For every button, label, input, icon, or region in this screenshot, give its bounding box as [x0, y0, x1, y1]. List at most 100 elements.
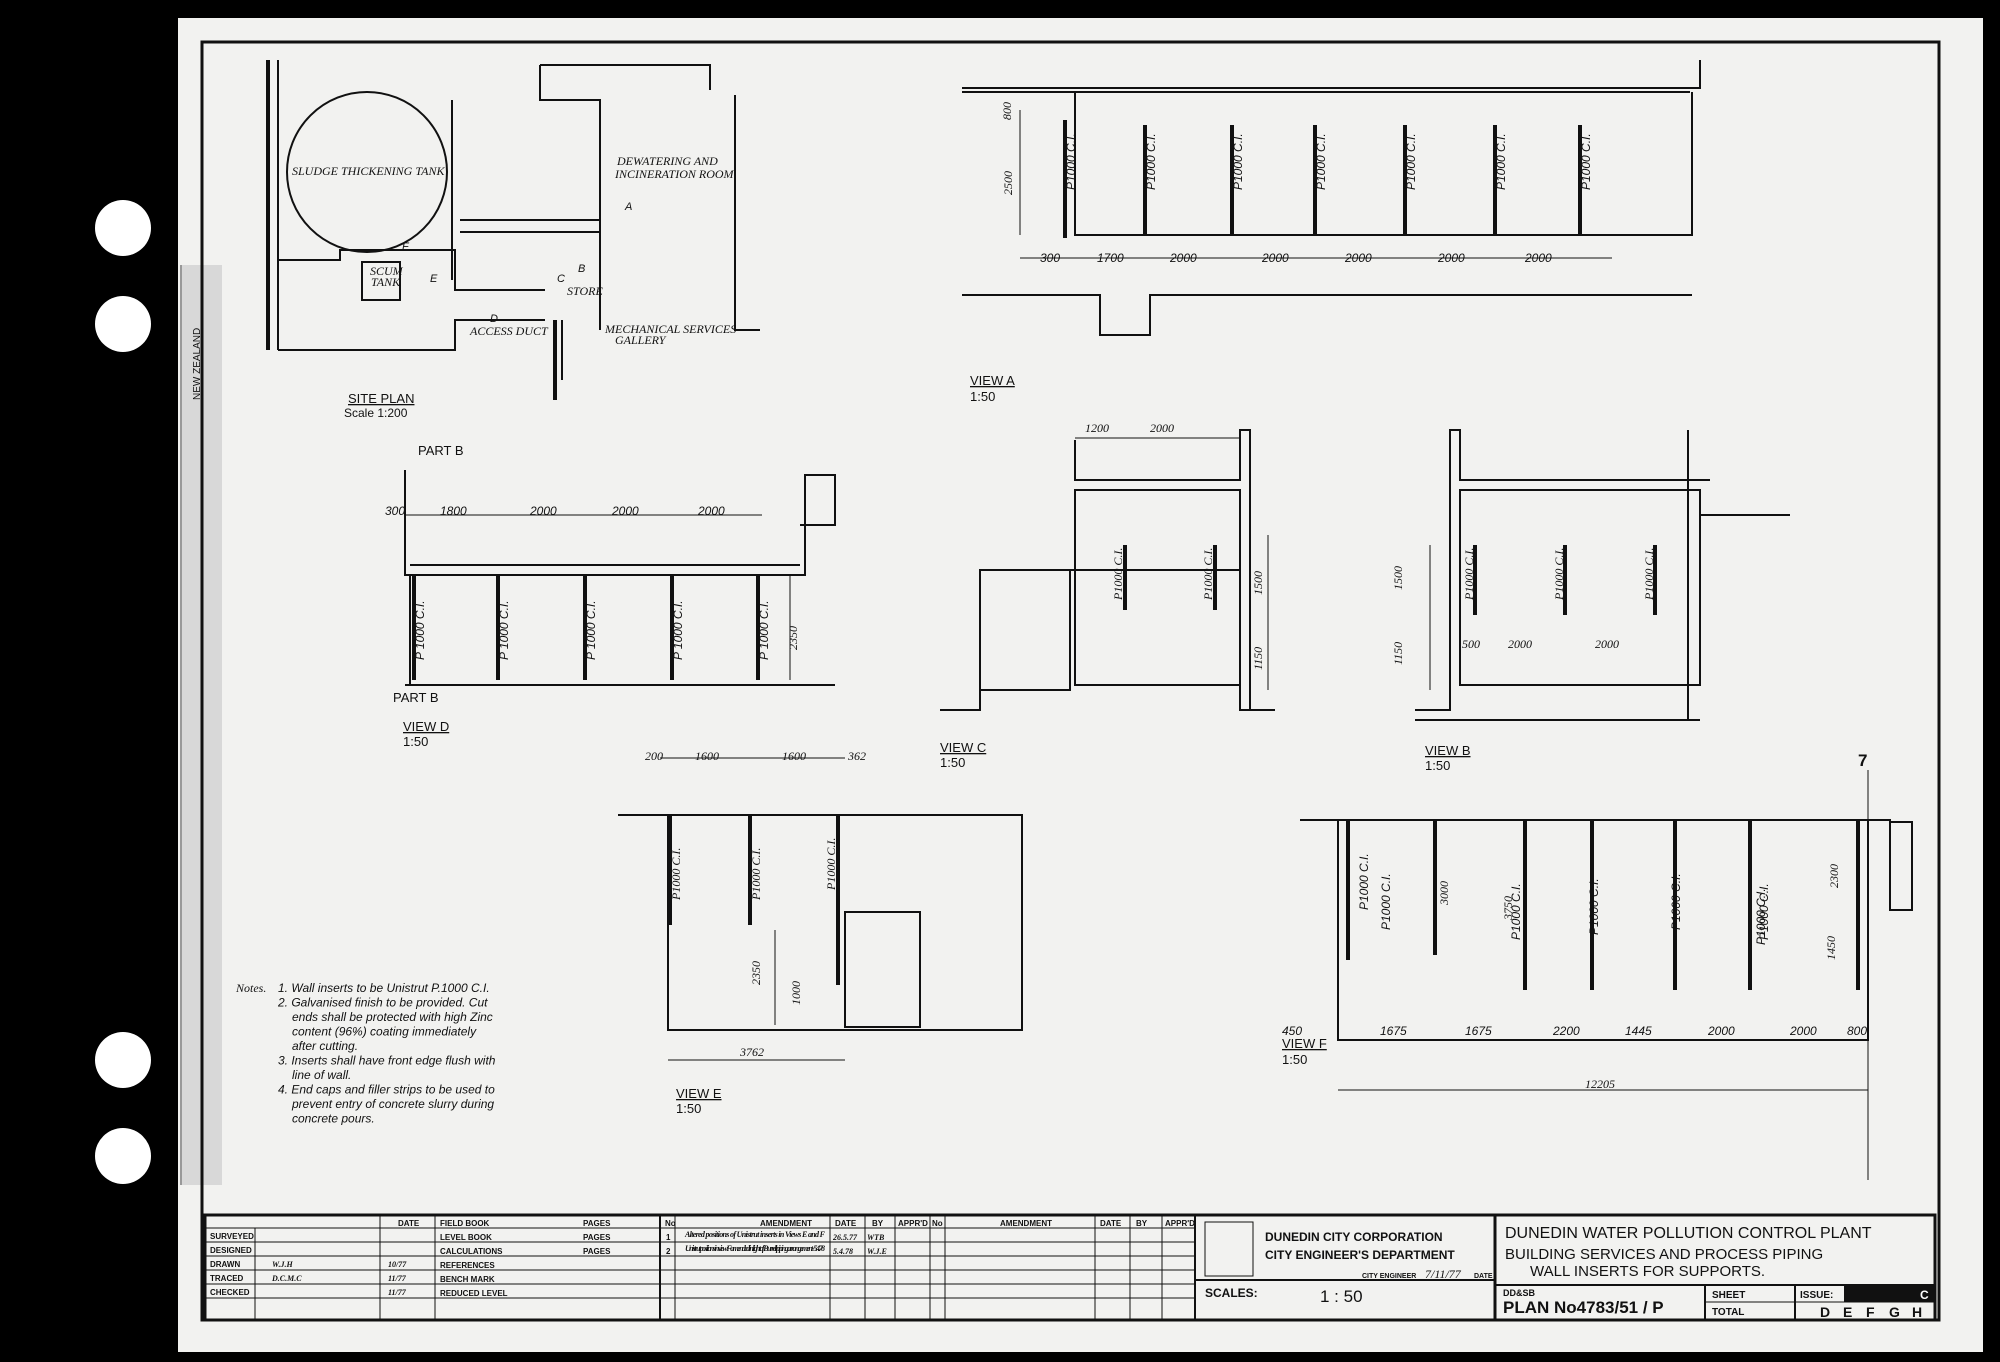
view-f-h2: 3750: [1501, 896, 1515, 921]
issue-letter: E: [1843, 1304, 1852, 1320]
view-a-insert: P1000 C.I.: [1579, 133, 1593, 190]
notes-line: concrete pours.: [292, 1112, 375, 1126]
total-label: TOTAL: [1712, 1307, 1744, 1318]
view-e-dim-2: 1600: [695, 749, 719, 763]
view-b-h2: 1150: [1391, 642, 1405, 665]
city-engineer-date: 7/11/77: [1425, 1267, 1462, 1281]
view-b-h1: 1500: [1391, 566, 1405, 590]
view-e-insert-3: P1000 C.I.: [824, 838, 838, 891]
view-e-insert-2: P1000 C.I.: [749, 848, 763, 901]
amendment-header: APPR'D: [898, 1219, 928, 1228]
view-c-h2: 1150: [1251, 647, 1265, 670]
view-f-total: 12205: [1585, 1077, 1615, 1091]
sludge-tank-label: SLUDGE THICKENING TANK: [292, 164, 445, 178]
notes-line: line of wall.: [292, 1068, 351, 1082]
notes-line: content (96%) coating immediately: [292, 1025, 477, 1039]
amendment-date: 5.4.78: [833, 1247, 853, 1256]
view-a-scale: 1:50: [970, 389, 995, 404]
view-c-title: VIEW C: [940, 740, 986, 755]
mech-label-1: MECHANICAL SERVICES: [604, 322, 736, 336]
org-department: CITY ENGINEER'S DEPARTMENT: [1265, 1248, 1455, 1262]
mech-label-2: GALLERY: [615, 333, 667, 347]
view-a-height-top: 800: [1000, 102, 1014, 120]
view-f-insert: P1000 C.I.: [1357, 853, 1371, 910]
view-b: [1415, 429, 1790, 721]
view-d-part-bottom: PART B: [393, 690, 439, 705]
view-b-dim-3: 2000: [1595, 637, 1619, 651]
amendment-header: No: [932, 1219, 943, 1228]
site-plan-scale: Scale 1:200: [344, 406, 408, 420]
issue-letter: G: [1889, 1304, 1900, 1320]
view-c-insert-1: P1000 C.I.: [1111, 548, 1125, 601]
site-plan-title: SITE PLAN: [348, 391, 414, 406]
view-a-dim: 2000: [1261, 251, 1289, 265]
project-title: DUNEDIN WATER POLLUTION CONTROL PLANT: [1505, 1225, 1872, 1242]
view-f-insert: P1000 C.I.: [1379, 873, 1393, 930]
role-date: 11/77: [388, 1274, 407, 1283]
notes-heading: Notes.: [235, 981, 266, 995]
punch-hole: [95, 296, 151, 352]
issue-value: C: [1920, 1288, 1929, 1302]
punch-hole: [95, 1032, 151, 1088]
view-a: [962, 60, 1701, 336]
view-c-dim-2: 2000: [1150, 421, 1174, 435]
role-name: W.J.H: [272, 1260, 294, 1269]
view-f-h3: 2300: [1827, 864, 1841, 888]
scum-label-1: SCUM: [370, 264, 404, 278]
view-a-insert: P1000 C.I.: [1404, 133, 1418, 190]
view-d-insert: P 1000 C.I.: [413, 600, 427, 660]
view-f-insert: P1000 C.I.: [1509, 883, 1523, 940]
scale-value: 1 : 50: [1320, 1287, 1363, 1306]
view-d-dim: 2000: [529, 504, 557, 518]
drawing-title-2: WALL INSERTS FOR SUPPORTS.: [1530, 1263, 1765, 1280]
amendment-by: W.J.E: [867, 1247, 887, 1256]
pages-label: PAGES: [583, 1219, 611, 1228]
view-f-scale: 1:50: [1282, 1052, 1307, 1067]
view-e: [618, 757, 1023, 1061]
role-label: CHECKED: [210, 1288, 250, 1297]
title-block: [203, 1213, 1937, 1322]
role-label: SURVEYED: [210, 1232, 254, 1241]
issue-letter: F: [1866, 1304, 1875, 1320]
amendment-header: AMENDMENT: [760, 1219, 812, 1228]
view-d-insert: P 1000 C.I.: [584, 600, 598, 660]
view-c-h1: 1500: [1251, 571, 1265, 595]
view-a-dim: 2000: [1524, 251, 1552, 265]
view-a-insert: P1000 C.I.: [1231, 133, 1245, 190]
notes-line: 3. Inserts shall have front edge flush w…: [278, 1054, 496, 1068]
pages-label: PAGES: [583, 1247, 611, 1256]
ruler-text: NEW ZEALAND: [192, 328, 203, 400]
store-label: STORE: [567, 284, 603, 298]
date-label: DATE: [1474, 1273, 1493, 1280]
view-b-title: VIEW B: [1425, 743, 1471, 758]
issue-letter: H: [1912, 1304, 1922, 1320]
field-item: REFERENCES: [440, 1261, 495, 1270]
view-c: [940, 429, 1275, 711]
dewatering-label-2: INCINERATION ROOM: [614, 167, 735, 181]
view-f: [1300, 770, 1913, 1180]
view-e-h1: 2350: [749, 961, 763, 985]
amendment-date: 26.5.77: [832, 1233, 858, 1242]
issue-label: ISSUE:: [1800, 1290, 1833, 1301]
view-e-dim-4: 362: [847, 749, 866, 763]
sheet-label: SHEET: [1712, 1290, 1745, 1301]
notes-line: ends shall be protected with high Zinc: [292, 1010, 493, 1024]
marker-b: B: [578, 263, 585, 275]
view-d-insert: P 1000 C.I.: [497, 600, 511, 660]
view-b-insert-3: P1000 C.I.: [1642, 548, 1656, 601]
punch-hole: [95, 200, 151, 256]
view-b-insert-2: P1000 C.I.: [1552, 548, 1566, 601]
field-item: CALCULATIONS: [440, 1247, 503, 1256]
view-d-dim: 300: [385, 504, 405, 518]
view-d-insert: P 1000 C.I.: [757, 600, 771, 660]
view-f-insert: P1000 C.I.: [1587, 878, 1601, 935]
view-f-dim: 1675: [1380, 1024, 1407, 1038]
view-f-h1: 3000: [1437, 881, 1451, 906]
view-a-insert: P1000 C.I.: [1144, 133, 1158, 190]
view-a-insert: P1000 C.I.: [1494, 133, 1508, 190]
view-e-scale: 1:50: [676, 1101, 701, 1116]
view-f-dim: 2000: [1789, 1024, 1817, 1038]
notes-line: 1. Wall inserts to be Unistrut P.1000 C.…: [278, 981, 490, 995]
amendment-header: No: [665, 1219, 676, 1228]
